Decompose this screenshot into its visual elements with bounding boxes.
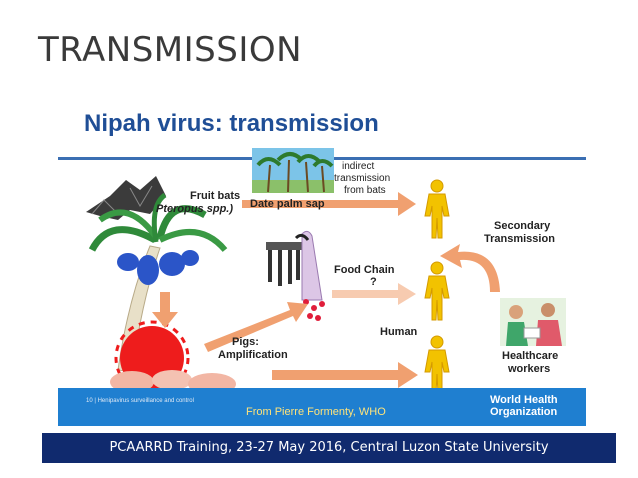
figure-title: Nipah virus: transmission bbox=[84, 110, 379, 137]
slide-footer-band: PCAARRD Training, 23-27 May 2016, Centra… bbox=[42, 433, 616, 463]
arrow-bat-to-pig bbox=[152, 292, 178, 328]
food-chain-label: Food Chain bbox=[334, 264, 395, 276]
healthcare-label-line2: workers bbox=[508, 363, 551, 375]
slide-footer-text: PCAARRD Training, 23-27 May 2016, Centra… bbox=[109, 440, 549, 455]
human-label: Human bbox=[380, 326, 418, 338]
indirect-label-line3: from bats bbox=[344, 185, 386, 196]
secondary-label-line2: Transmission bbox=[484, 233, 555, 245]
who-name-line2: Organization bbox=[490, 406, 558, 418]
arrow-pig-to-food bbox=[204, 302, 308, 352]
arrow-food-chain-to-human bbox=[332, 283, 416, 305]
palm-tree-image bbox=[88, 192, 228, 373]
arrow-date-palm-to-human bbox=[242, 192, 416, 216]
human-figure-bottom bbox=[424, 335, 450, 395]
date-palm-landscape-image bbox=[252, 148, 334, 193]
pigs-label-line2: Amplification bbox=[218, 349, 288, 361]
fruit-bats-label: Fruit bats bbox=[190, 190, 241, 202]
arrow-secondary-transmission bbox=[440, 244, 500, 292]
indirect-label-line1: indirect bbox=[342, 161, 375, 172]
transmission-arrows bbox=[152, 192, 500, 388]
human-figures bbox=[424, 179, 450, 395]
who-name: World Health Organization bbox=[490, 394, 558, 418]
human-figure-top bbox=[424, 179, 450, 239]
pigs-label-line1: Pigs: bbox=[232, 336, 259, 348]
human-figure-middle bbox=[424, 261, 450, 321]
figure-citation: 10 | Henipavirus surveillance and contro… bbox=[86, 398, 194, 404]
figure-credit: From Pierre Formenty, WHO bbox=[246, 406, 386, 418]
date-palm-sap-label: Date palm sap bbox=[250, 198, 325, 210]
secondary-label-line1: Secondary bbox=[494, 220, 551, 232]
figure-footer-bar bbox=[58, 388, 586, 426]
who-name-line1: World Health bbox=[490, 394, 558, 406]
food-chain-question: ? bbox=[370, 276, 377, 288]
slide-title: TRANSMISSION bbox=[38, 30, 303, 70]
arrow-pig-to-human bbox=[272, 362, 418, 388]
healthcare-label-line1: Healthcare bbox=[502, 350, 559, 362]
pteropus-label: Pteropus spp.) bbox=[156, 203, 234, 215]
healthcare-workers-image bbox=[500, 298, 566, 346]
fruit-bat-image bbox=[86, 176, 166, 220]
indirect-label-line2: transmission bbox=[334, 173, 391, 184]
food-chain-image bbox=[266, 230, 325, 321]
